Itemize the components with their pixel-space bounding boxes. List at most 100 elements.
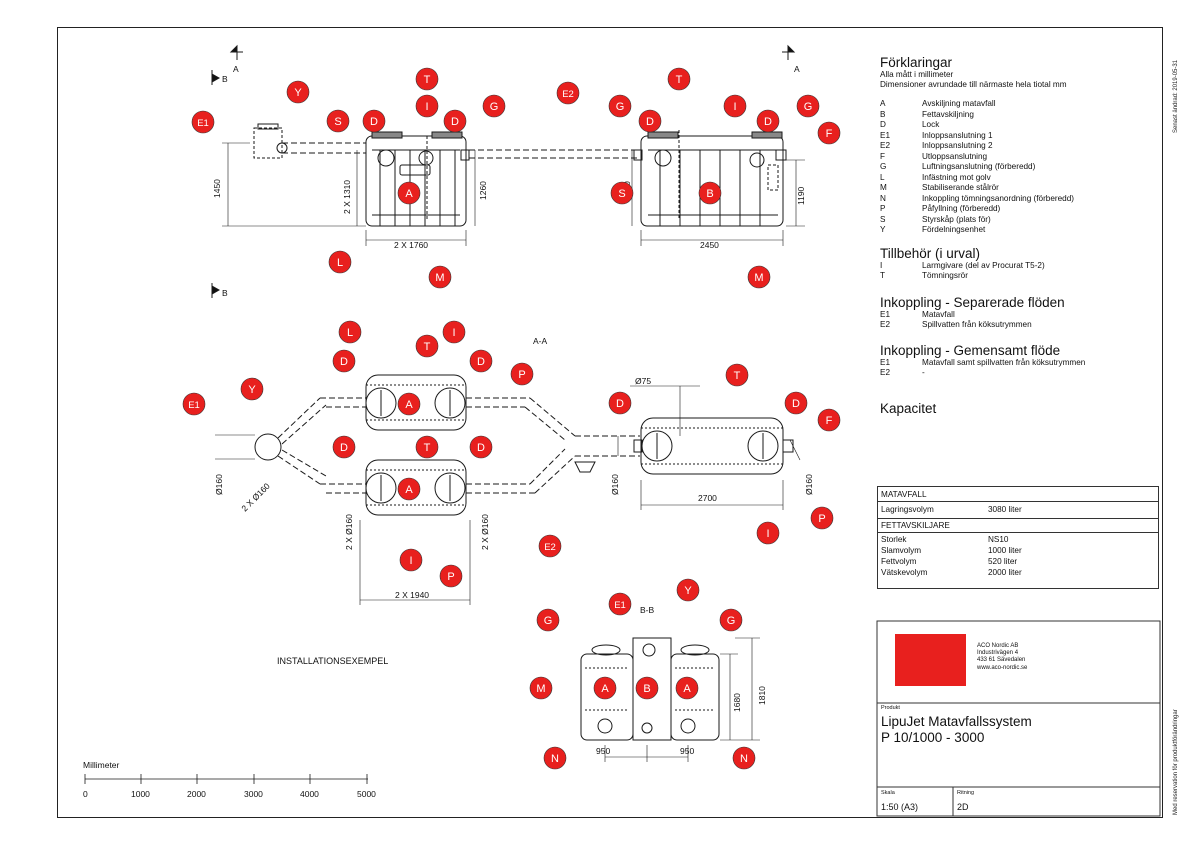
accessory-value: Larmgivare (del av Procurat T5-2) [922, 260, 1045, 270]
common-row: E1 Matavfall samt spillvatten från köksut… [880, 358, 1155, 369]
callout-g: G [482, 94, 506, 118]
section-label-b-bottom: B [222, 288, 228, 298]
svg-text:A: A [683, 683, 691, 695]
callout-b: B [635, 676, 659, 700]
svg-text:G: G [544, 615, 553, 627]
cap-key: Lagringsvolym [881, 505, 934, 514]
svg-text:I: I [409, 555, 412, 567]
titleblock-lines [876, 620, 1161, 817]
callout-d: D [469, 435, 493, 459]
common-value: - [922, 368, 925, 377]
dim-2x1310: 2 X 1310 [342, 180, 352, 214]
legend-value: Avskiljning matavfall [922, 99, 996, 108]
callout-d: D [638, 109, 662, 133]
product-name: LipuJet Matavfallssystem [881, 714, 1032, 729]
aco-logo [895, 634, 966, 686]
legend-sub1: Alla mått i millimeter [880, 70, 954, 79]
capacity-title: Kapacitet [880, 400, 937, 416]
scale-tick-label: 3000 [244, 789, 263, 799]
callout-g: G [796, 94, 820, 118]
svg-text:M: M [435, 272, 444, 284]
svg-text:F: F [826, 415, 833, 427]
svg-text:M: M [536, 683, 545, 695]
legend-key: E2 [880, 141, 891, 150]
view-label-aa: A-A [533, 336, 548, 346]
separated-value: Matavfall [922, 309, 955, 319]
plan-tanks-a [365, 374, 467, 516]
callout-l: L [338, 320, 362, 344]
svg-text:E1: E1 [188, 400, 200, 411]
cap-group-food: MATAVFALL [881, 490, 927, 499]
legend-row: E2 Inloppsanslutning 2 [880, 141, 1155, 152]
common-items: E1 Matavfall samt spillvatten från köksut… [880, 358, 1155, 379]
separated-value: Spillvatten från köksutrymmen [922, 320, 1032, 329]
legend-value: Infästning mot golv [922, 172, 991, 182]
legend-key: P [880, 204, 886, 213]
svg-text:G: G [616, 101, 625, 113]
callout-n: N [543, 746, 567, 770]
dim-2x160c: 2 X Ø160 [480, 514, 490, 550]
common-key: E1 [880, 357, 891, 367]
common-title: Inkoppling - Gemensamt flöde [880, 342, 1061, 358]
dim-160a: Ø160 [214, 474, 224, 495]
legend-key: D [880, 120, 886, 129]
callout-d: D [756, 109, 780, 133]
svg-text:E2: E2 [562, 89, 574, 100]
svg-text:D: D [451, 116, 459, 128]
legend-value: Inloppsanslutning 1 [922, 130, 993, 140]
company-city: 433 61 Sävedalen [977, 657, 1026, 664]
legend-title: Förklaringar [880, 55, 953, 70]
svg-text:B: B [643, 683, 650, 695]
svg-text:Y: Y [684, 585, 692, 597]
legend-key: F [880, 151, 886, 161]
svg-text:S: S [334, 116, 341, 128]
common-key: E2 [880, 368, 891, 377]
accessory-key: T [880, 271, 886, 280]
separated-key: E2 [880, 320, 891, 329]
callout-e2: E2 [556, 81, 580, 105]
callout-d: D [784, 391, 808, 415]
svg-text:N: N [551, 753, 559, 765]
callout-g: G [608, 94, 632, 118]
plan-dimensions [215, 385, 801, 605]
callout-y: Y [676, 578, 700, 602]
cap-group-grease: FETTAVSKILJARE [881, 521, 950, 530]
scale-title: Millimeter [83, 760, 120, 770]
svg-text:S: S [618, 188, 625, 200]
legend-key: S [880, 214, 886, 224]
legend-key: B [880, 109, 886, 119]
callout-s: S [326, 109, 350, 133]
accessory-key: I [880, 260, 883, 270]
dim-2450: 2450 [700, 240, 719, 250]
callout-a: A [397, 181, 421, 205]
scale-value: 1:50 (A3) [881, 802, 919, 812]
scale-tick-label: 5000 [357, 789, 376, 799]
svg-text:I: I [425, 101, 428, 113]
svg-text:I: I [733, 101, 736, 113]
product-title: LipuJet Matavfallssystem P 10/1000 - 300… [881, 714, 1032, 746]
callout-p: P [439, 564, 463, 588]
callout-i: I [442, 320, 466, 344]
accessories-title: Tillbehör (i urval) [880, 245, 981, 261]
svg-text:D: D [340, 442, 348, 454]
callout-d: D [443, 109, 467, 133]
callout-t: T [415, 67, 439, 91]
svg-text:D: D [792, 398, 800, 410]
legend-value: Inloppsanslutning 2 [922, 141, 993, 150]
callout-m: M [428, 265, 452, 289]
legend-key: E1 [880, 130, 891, 140]
callout-t: T [667, 67, 691, 91]
drawing-geometry [84, 44, 1161, 817]
plan-piping [254, 397, 640, 494]
drawing-value: 2D [957, 802, 969, 812]
svg-text:N: N [740, 753, 748, 765]
legend-value: Fettavskiljning [922, 109, 974, 119]
common-value: Matavfall samt spillvatten från köksutry… [922, 357, 1086, 367]
svg-text:P: P [447, 571, 454, 583]
svg-text:Y: Y [294, 87, 302, 99]
